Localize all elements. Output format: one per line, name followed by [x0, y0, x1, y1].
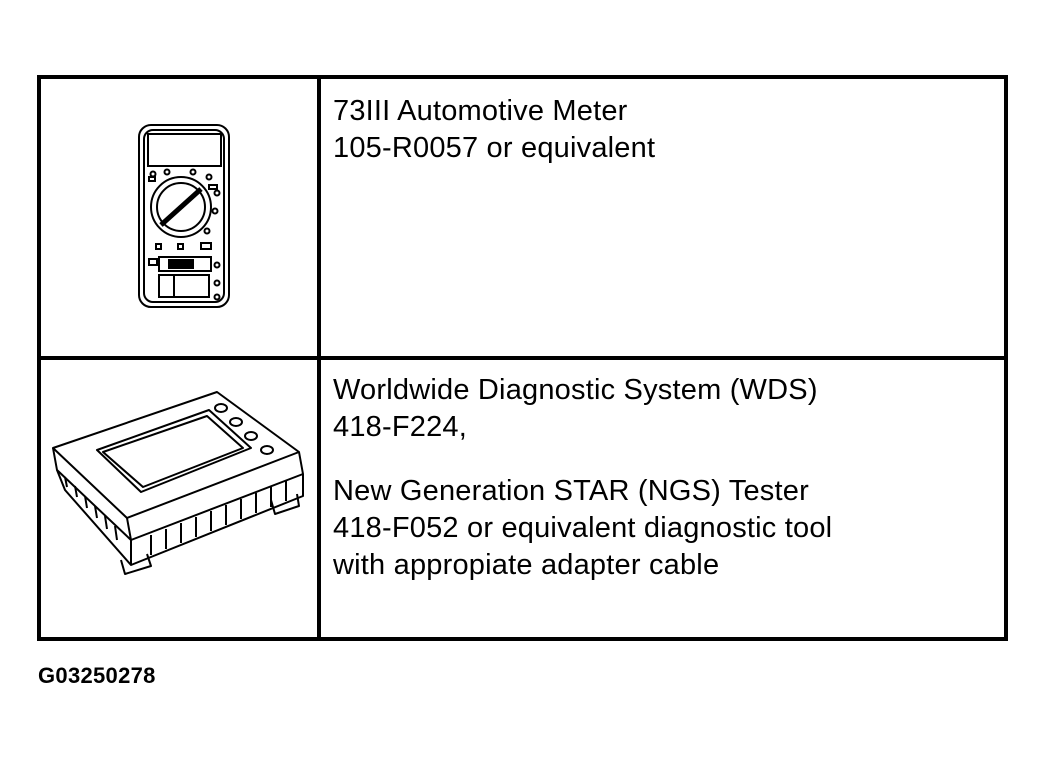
tool-table: 73III Automotive Meter 105-R0057 or equi…	[37, 75, 1008, 641]
tool-name: 73III Automotive Meter	[333, 95, 628, 127]
spacer	[333, 446, 1004, 473]
tool-image-cell-2	[41, 360, 321, 637]
tool-name: Worldwide Diagnostic System (WDS)	[333, 374, 818, 406]
figure-id: G03250278	[38, 663, 156, 688]
tool-image-cell-1	[41, 79, 321, 360]
tool-part-number: 105-R0057 or equivalent	[333, 132, 656, 164]
multimeter-icon	[138, 124, 230, 308]
tool-name: New Generation STAR (NGS) Tester	[333, 475, 809, 507]
tool-part-number: 418-F052 or equivalent diagnostic tool	[333, 512, 833, 544]
diagnostic-tester-icon	[52, 391, 304, 575]
tool-part-number: 418-F224,	[333, 411, 467, 443]
tool-note: with appropiate adapter cable	[333, 549, 720, 581]
tool-description-cell-2: Worldwide Diagnostic System (WDS) 418-F2…	[321, 360, 1004, 637]
tool-description-cell-1: 73III Automotive Meter 105-R0057 or equi…	[321, 79, 1004, 360]
